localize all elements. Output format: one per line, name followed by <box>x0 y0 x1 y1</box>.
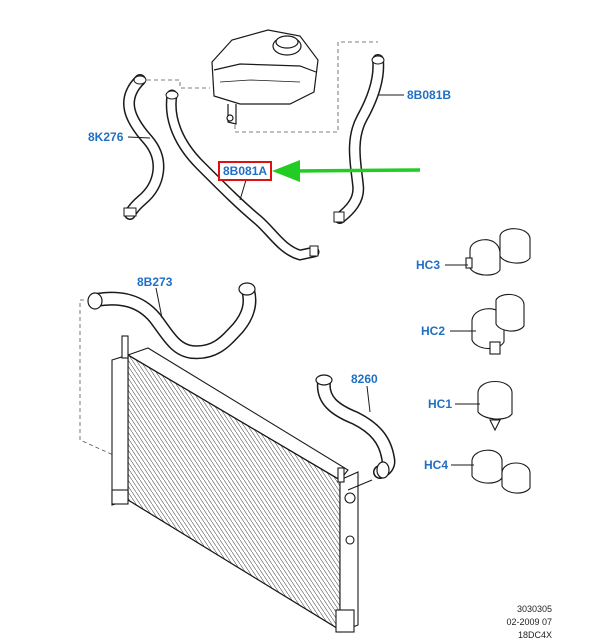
label-hc3: HC3 <box>416 258 441 272</box>
hose-8b081b <box>333 54 385 224</box>
footer-ref-number: 3030305 <box>516 604 552 614</box>
label-hc4: HC4 <box>424 458 449 472</box>
green-arrow <box>272 160 421 182</box>
label-8b081b: 8B081B <box>407 88 452 102</box>
hose-8b081a <box>165 89 320 261</box>
radiator <box>111 335 373 633</box>
clip-hc2 <box>471 293 525 355</box>
clip-hc3 <box>465 228 531 276</box>
expansion-tank <box>211 29 319 125</box>
label-8b081a-highlighted: 8B081A <box>218 161 273 181</box>
footer-date-code: 02-2009 07 <box>506 617 552 627</box>
clip-hc1 <box>477 380 513 432</box>
hose-8k276 <box>123 74 165 220</box>
hose-8b273 <box>87 282 257 360</box>
label-8b273: 8B273 <box>137 275 173 289</box>
label-8260: 8260 <box>351 372 378 386</box>
label-hc2: HC2 <box>421 324 446 338</box>
footer-model-code: 18DC4X <box>517 630 552 640</box>
dashed-guide-lines <box>79 41 378 459</box>
clip-hc4 <box>471 449 531 494</box>
label-hc1: HC1 <box>428 397 453 411</box>
hose-8260 <box>315 374 396 479</box>
label-8k276: 8K276 <box>88 130 124 144</box>
leader-lines <box>127 94 480 466</box>
